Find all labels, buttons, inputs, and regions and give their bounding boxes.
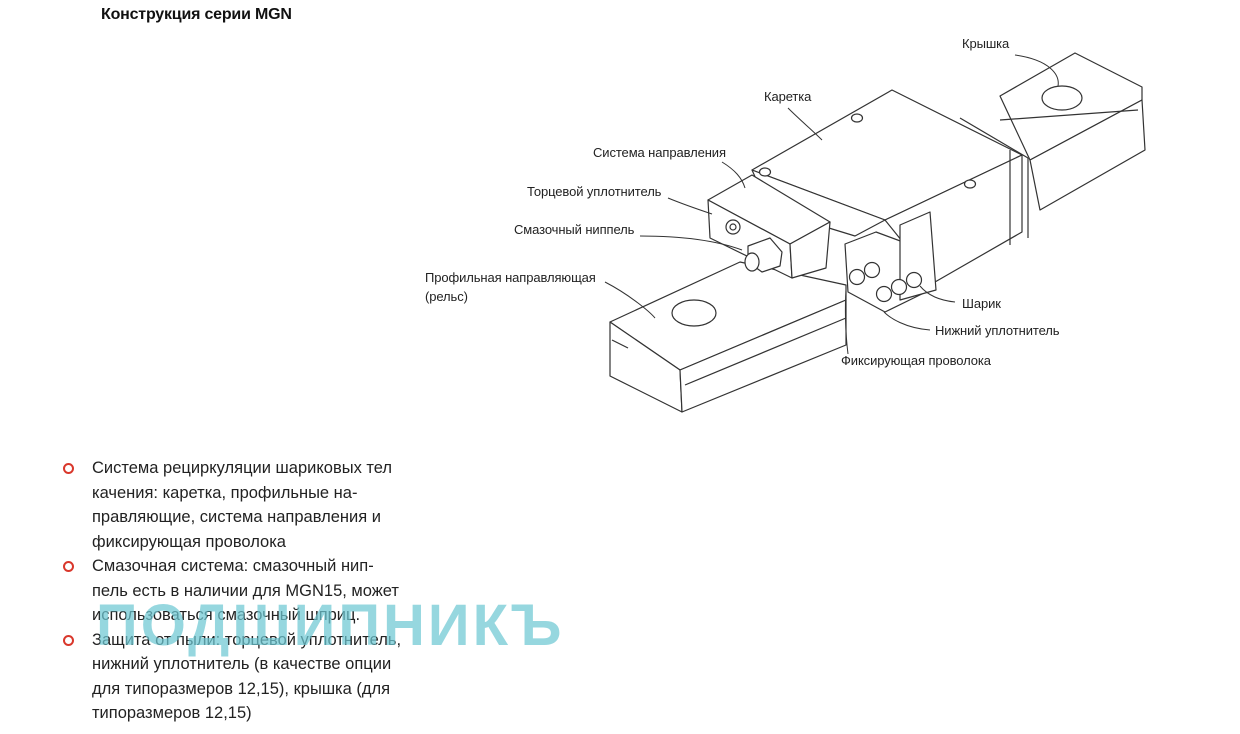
callout-bottom-seal: Нижний уплотнитель — [935, 323, 1060, 338]
watermark: ПОДШИПНИКЪ — [96, 593, 565, 658]
leader-end-seal — [667, 197, 713, 215]
callout-end-seal: Торцевой уплотнитель — [527, 184, 662, 199]
callout-carriage: Каретка — [764, 89, 812, 104]
callout-guide-system: Система направления — [593, 145, 726, 160]
bullet-circle-icon — [63, 463, 74, 474]
leader-ball — [919, 285, 956, 303]
list-item: Защита от пыли: торцевой уплотнитель, ни… — [60, 628, 420, 726]
leader-bottom-seal — [883, 311, 931, 331]
page-title: Конструкция серии MGN — [101, 6, 292, 23]
callout-ball: Шарик — [962, 296, 1001, 311]
mgn-guide-diagram — [604, 52, 1146, 413]
callout-retainer-wire: Фиксирующая проволока — [841, 353, 991, 368]
bullet-circle-icon — [63, 561, 74, 572]
feature-list: Система рециркуляции шариковых тел качен… — [60, 456, 420, 726]
leader-grease-nipple — [639, 235, 743, 251]
callout-grease-nipple: Смазочный ниппель — [514, 222, 635, 237]
callout-rail-line2: (рельс) — [425, 289, 468, 304]
leader-rail — [604, 281, 656, 319]
balls — [848, 261, 923, 303]
list-item: Система рециркуляции шариковых тел качен… — [60, 456, 420, 554]
list-item: Смазочная система: смазочный нип- пель е… — [60, 554, 420, 628]
leader-guide-system — [721, 161, 746, 189]
rail-near — [609, 261, 847, 413]
grease-nipple — [744, 237, 783, 273]
callout-cover: Крышка — [962, 36, 1010, 51]
leader-retainer-wire — [844, 289, 849, 355]
bullet-circle-icon — [63, 634, 74, 646]
leader-carriage — [787, 107, 823, 141]
rail-far — [999, 52, 1146, 211]
leader-cover — [1014, 54, 1059, 87]
callout-rail-line1: Профильная направляющая — [425, 270, 596, 285]
